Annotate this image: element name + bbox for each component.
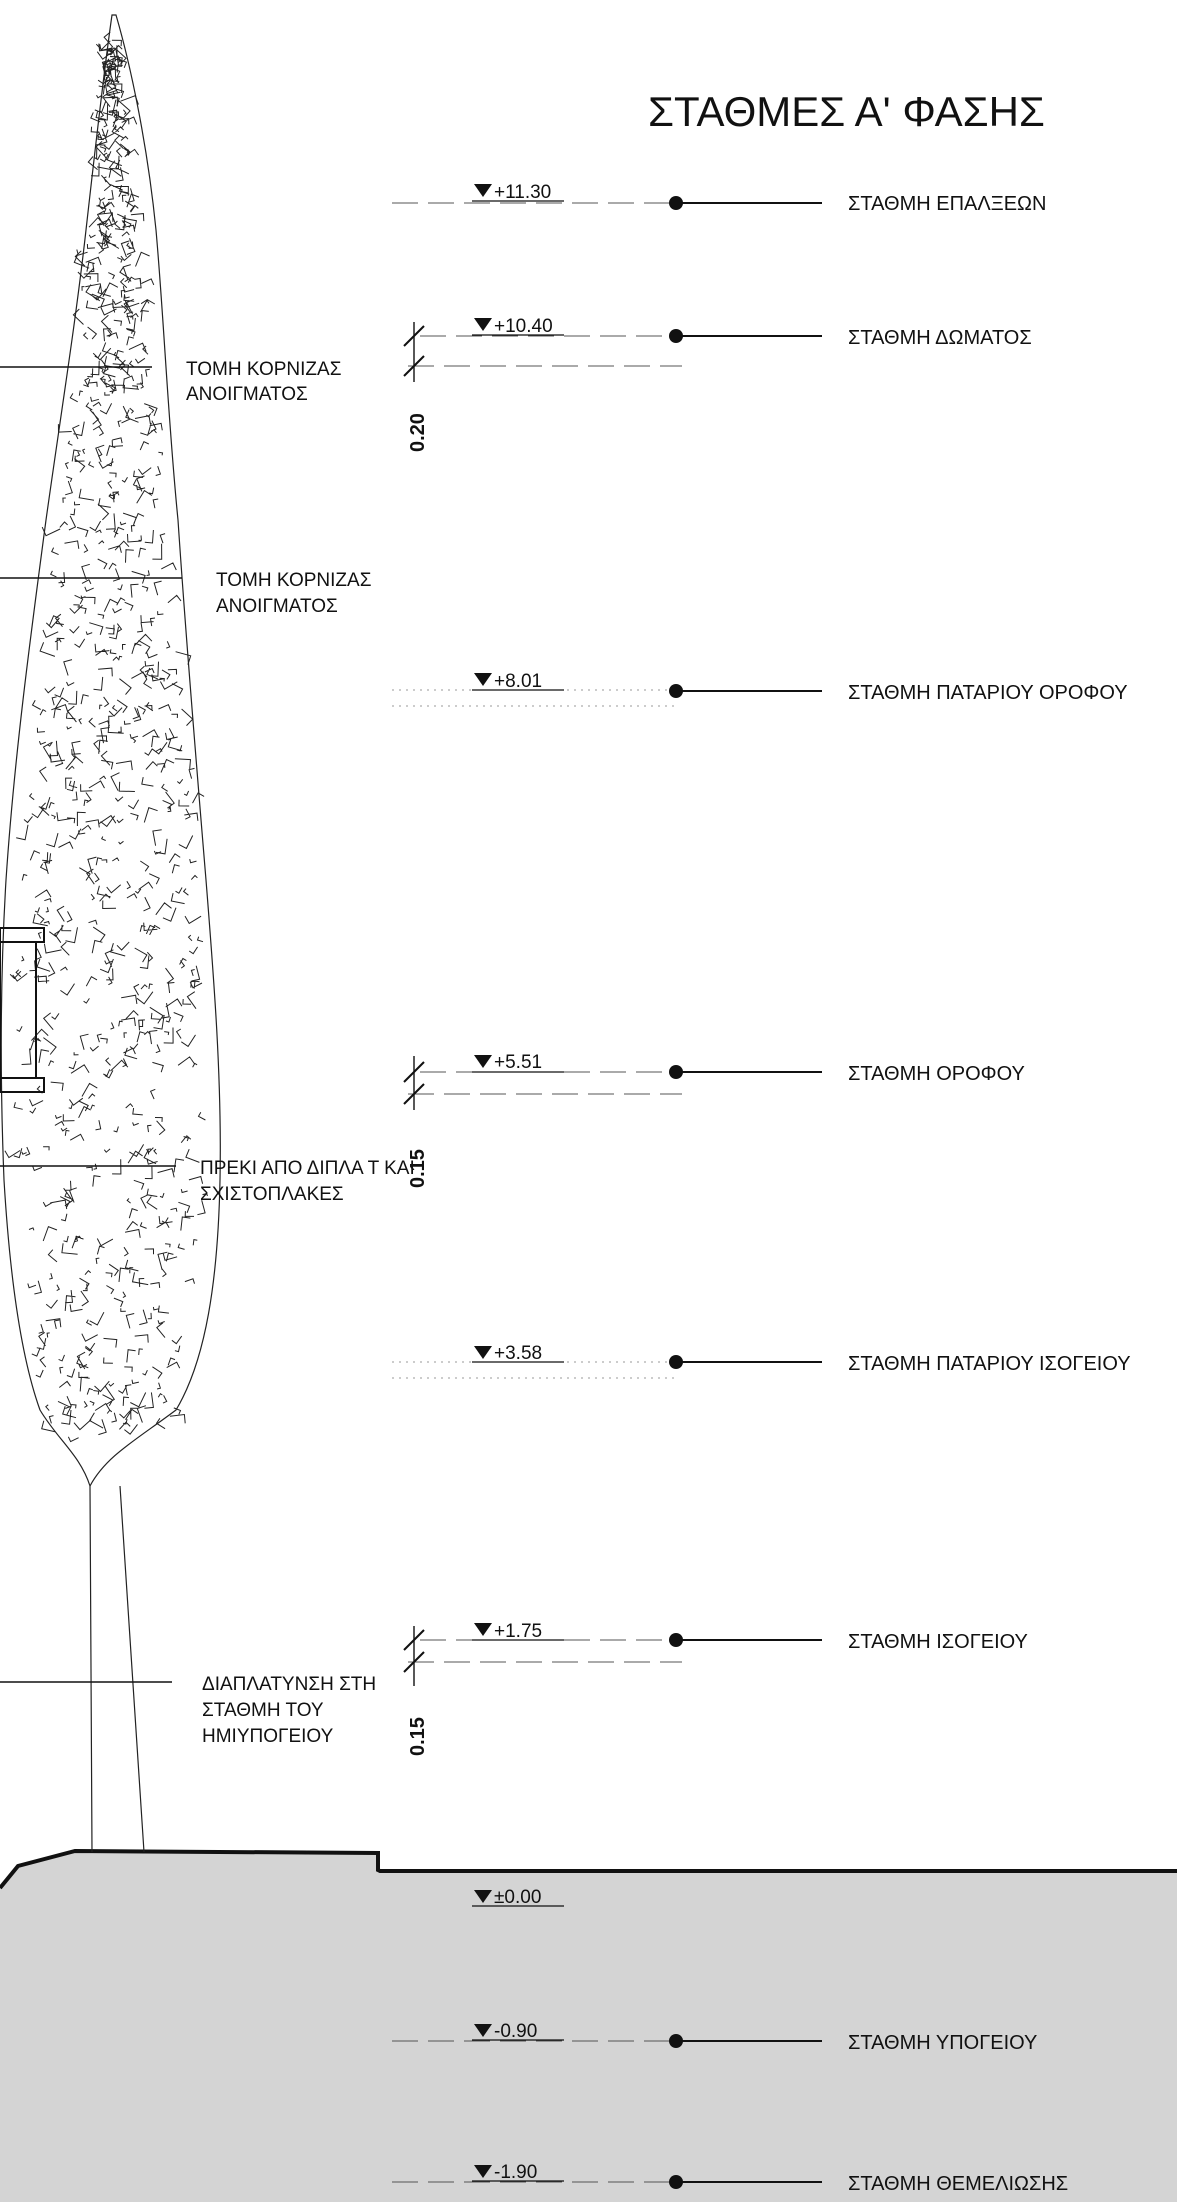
level-value: +5.51 xyxy=(494,1052,542,1073)
level-row: +11.30 ΣΤΑΘΜΗ ΕΠΑΛΞΕΩΝ xyxy=(392,182,1046,215)
dimension-first-floor-slab: 0.15 xyxy=(407,1149,429,1188)
page-title: ΣΤΑΘΜΕΣ Α' ΦΑΣΗΣ xyxy=(648,88,1045,135)
dimension-roof-slab: 0.20 xyxy=(407,413,429,452)
level-row: +10.40 ΣΤΑΘΜΗ ΔΩΜΑΤΟΣ 0.20 xyxy=(403,316,1032,452)
note-widening-line-3: ΗΜΙΥΠΟΓΕΙΟΥ xyxy=(202,1726,334,1747)
level-row: -0.90 ΣΤΑΘΜΗ ΥΠΟΓΕΙΟΥ xyxy=(392,2021,1037,2054)
level-name: ΣΤΑΘΜΗ ΟΡΟΦΟΥ xyxy=(848,1063,1025,1085)
level-name: ΣΤΑΘΜΗ ΔΩΜΑΤΟΣ xyxy=(848,327,1032,349)
level-value: -1.90 xyxy=(494,2162,537,2183)
level-row: +1.75 ΣΤΑΘΜΗ ΙΣΟΓΕΙΟΥ 0.15 xyxy=(403,1621,1028,1756)
ground-line xyxy=(0,1848,1177,1890)
tree-foliage-texture xyxy=(4,31,208,1443)
level-row: -1.90 ΣΤΑΘΜΗ ΘΕΜΕΛΙΩΣΗΣ xyxy=(392,2162,1068,2195)
note-cornice-2-line-1: ΤΟΜΗ ΚΟΡΝΙΖΑΣ xyxy=(216,570,371,591)
level-row: ±0.00 xyxy=(472,1887,564,1908)
level-value: ±0.00 xyxy=(494,1887,541,1908)
level-value: +1.75 xyxy=(494,1621,542,1642)
level-name: ΣΤΑΘΜΗ ΠΑΤΑΡΙΟΥ ΙΣΟΓΕΙΟΥ xyxy=(848,1353,1131,1375)
cypress-tree xyxy=(0,14,221,1853)
note-cornice-1-line-2: ΑΝΟΙΓΜΑΤΟΣ xyxy=(186,384,308,405)
note-leaders xyxy=(0,366,182,1683)
level-name: ΣΤΑΘΜΗ ΘΕΜΕΛΙΩΣΗΣ xyxy=(848,2173,1068,2195)
note-cornice-2-line-2: ΑΝΟΙΓΜΑΤΟΣ xyxy=(216,596,338,617)
note-widening-line-1: ΔΙΑΠΛΑΤΥΝΣΗ ΣΤΗ xyxy=(202,1674,376,1695)
window-fragment xyxy=(0,927,45,1093)
note-lintel-line-1: ΠΡΕΚΙ ΑΠΟ ΔΙΠΛΑ Τ ΚΑΙ xyxy=(200,1158,415,1179)
level-value: +10.40 xyxy=(494,316,553,337)
ground-section xyxy=(0,1851,1177,2202)
level-name: ΣΤΑΘΜΗ ΙΣΟΓΕΙΟΥ xyxy=(848,1631,1028,1653)
level-value: +11.30 xyxy=(494,182,551,203)
dimension-ground-floor-slab: 0.15 xyxy=(407,1717,429,1756)
level-name: ΣΤΑΘΜΗ ΥΠΟΓΕΙΟΥ xyxy=(848,2032,1037,2054)
note-cornice-1-line-1: ΤΟΜΗ ΚΟΡΝΙΖΑΣ xyxy=(186,359,341,380)
level-row: +8.01 ΣΤΑΘΜΗ ΠΑΤΑΡΙΟΥ ΟΡΟΦΟΥ xyxy=(392,671,1128,707)
level-name: ΣΤΑΘΜΗ ΠΑΤΑΡΙΟΥ ΟΡΟΦΟΥ xyxy=(848,682,1128,704)
level-value: +3.58 xyxy=(494,1343,542,1364)
note-widening-line-2: ΣΤΑΘΜΗ ΤΟΥ xyxy=(202,1700,324,1721)
note-lintel-line-2: ΣΧΙΣΤΟΠΛΑΚΕΣ xyxy=(200,1184,344,1205)
level-value: -0.90 xyxy=(494,2021,537,2042)
level-name: ΣΤΑΘΜΗ ΕΠΑΛΞΕΩΝ xyxy=(848,193,1046,215)
level-value: +8.01 xyxy=(494,671,542,692)
level-row: +5.51 ΣΤΑΘΜΗ ΟΡΟΦΟΥ 0.15 xyxy=(403,1052,1025,1188)
level-row: +3.58 ΣΤΑΘΜΗ ΠΑΤΑΡΙΟΥ ΙΣΟΓΕΙΟΥ xyxy=(392,1343,1131,1379)
